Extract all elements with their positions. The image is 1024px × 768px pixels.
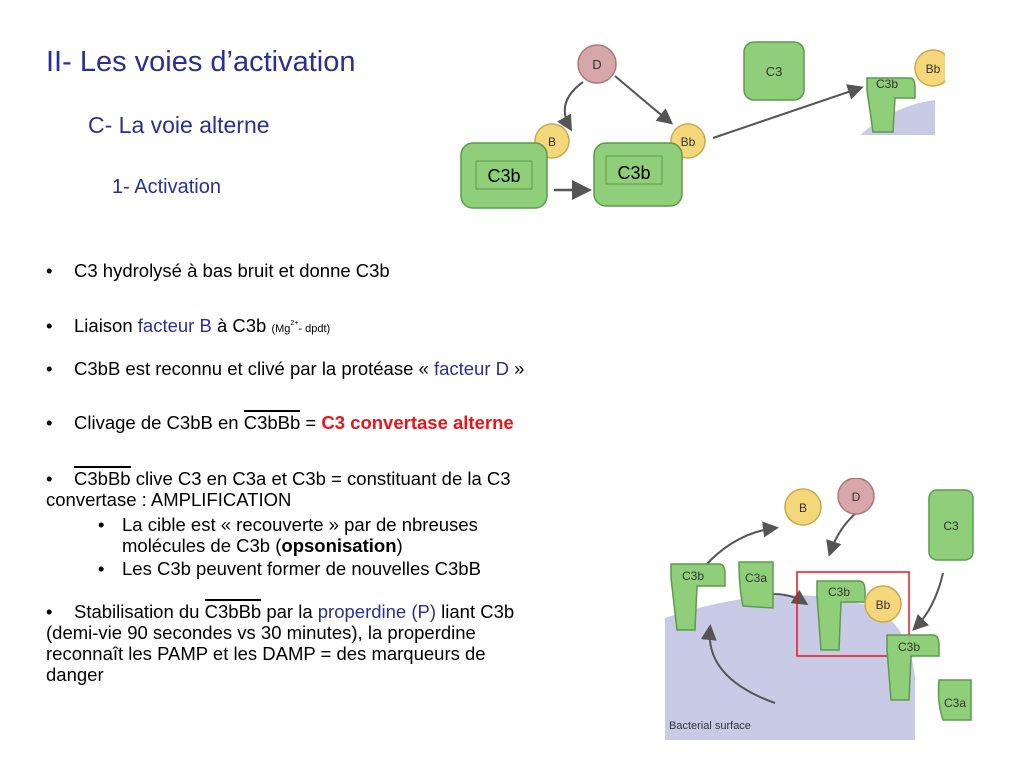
svg-text:Bb: Bb <box>926 62 941 76</box>
c3-protein-top: C3 <box>743 41 805 101</box>
section-subtitle: C- La voie alterne <box>88 112 270 138</box>
bullet-5-line-2: convertase : AMPLIFICATION <box>46 489 292 510</box>
svg-text:C3b: C3b <box>617 163 650 183</box>
bullet-marker: • <box>46 468 53 489</box>
factor-d-bottom: D <box>837 478 875 515</box>
c3bbb-overlined: C3bBb <box>204 599 262 622</box>
subsection-subtitle: 1- Activation <box>112 176 221 198</box>
c3b-center-bottom: C3b <box>816 580 866 651</box>
svg-text:C3: C3 <box>766 64 783 79</box>
sub-bullet-1: • La cible est « recouverte » par de nbre… <box>98 514 478 556</box>
equals-sign: = <box>300 412 322 433</box>
c3bbb-overlined: C3bBb <box>74 466 131 489</box>
sub-bullet-1-line-2: molécules de C3b (opsonisation) <box>98 535 478 556</box>
bullet-marker: • <box>46 358 53 379</box>
arrow-c3-to-c3b <box>912 572 944 631</box>
arrow-d-to-bb <box>614 75 674 125</box>
arrow-d-to-b <box>557 81 584 132</box>
opsonisation-term: opsonisation <box>281 535 397 556</box>
bullet-4-text: Clivage de C3bB en <box>74 412 244 433</box>
mg-charge: 2+ <box>290 320 299 327</box>
bullet-5-text: clive C3 en C3a et C3b = constituant de … <box>130 468 511 489</box>
bullet-4: • Clivage de C3bB en C3bBb = C3 convertas… <box>46 410 514 433</box>
bullet-2: • Liaison facteur B à C3b (Mg2+- dpdt) <box>46 313 330 340</box>
bullet-marker: • <box>46 315 53 337</box>
svg-text:C3a: C3a <box>944 696 966 710</box>
sub-bullet-1-line-1: • La cible est « recouverte » par de nbre… <box>98 514 478 535</box>
c3-protein-bottom: C3 <box>928 489 974 561</box>
svg-text:C3b: C3b <box>876 77 898 91</box>
bullet-marker: • <box>46 260 53 281</box>
bullet-3: • C3bB est reconnu et clivé par la protéa… <box>46 358 524 379</box>
factor-bb-surface-top: Bb <box>914 49 945 87</box>
properdine-term: properdine (P) <box>317 601 437 622</box>
bullet-6-line-3: reconnaît les PAMP et les DAMP = des mar… <box>46 643 486 664</box>
sub-bullet-1-text: La cible est « recouverte » par de nbreu… <box>122 514 478 535</box>
c3b-right-bottom: C3b <box>886 634 940 701</box>
svg-text:C3b: C3b <box>682 569 704 583</box>
sub-bullet-1-text-2: molécules de C3b ( <box>122 535 282 556</box>
c3a-bottom-bottom: C3a <box>937 679 972 721</box>
bullet-3-text: C3bB est reconnu et clivé par la protéas… <box>74 358 434 379</box>
svg-text:Bb: Bb <box>681 135 696 149</box>
factor-d-term: facteur D <box>433 358 509 379</box>
factor-bb-center: Bb <box>864 585 902 623</box>
bullet-marker: • <box>46 412 53 433</box>
svg-text:C3b: C3b <box>898 640 920 654</box>
svg-text:D: D <box>852 490 861 504</box>
svg-text:C3: C3 <box>943 519 959 533</box>
mg-note-end: - dpdt) <box>298 323 331 336</box>
c3a-top-bottom: C3a <box>738 561 774 609</box>
surface-c3b-top: C3b <box>866 77 916 133</box>
bullet-marker: • <box>46 601 53 622</box>
factor-b-term: facteur B <box>137 315 212 337</box>
factor-b-bottom: B <box>784 488 822 526</box>
bullet-1: • C3 hydrolysé à bas bruit et donne C3b <box>46 260 390 281</box>
c3b-box-2: C3b <box>593 142 683 207</box>
slide-title: II- Les voies d’activation <box>46 46 356 78</box>
closing-paren: ) <box>396 535 403 556</box>
svg-text:C3b: C3b <box>828 585 850 599</box>
svg-text:B: B <box>548 135 556 149</box>
bottom-amplification-diagram: Bacterial surface B D C3 C3b C3a C3b Bb <box>665 478 974 740</box>
bullet-3-text-end: » <box>509 358 525 379</box>
bacterial-surface <box>665 595 915 740</box>
convertase-highlight-box <box>796 571 910 657</box>
top-activation-diagram: D C3 C3b Bb B Bb C3b C3b <box>460 41 945 209</box>
sub-bullet-marker: • <box>98 558 105 579</box>
bullet-1-text: C3 hydrolysé à bas bruit et donne C3b <box>74 260 390 281</box>
bullet-5-line-1: • C3bBb clive C3 en C3a et C3b = constitu… <box>46 466 511 489</box>
c3b-box-1: C3b <box>460 142 548 209</box>
svg-text:C3b: C3b <box>487 166 520 186</box>
factor-d-top: D <box>577 44 617 84</box>
bullet-6-text: Stabilisation du <box>74 601 205 622</box>
bullet-6-line-2: (demi-vie 90 secondes vs 30 minutes), la… <box>46 622 476 643</box>
bullet-6-line-4: danger <box>46 664 104 685</box>
arrow-c3b-to-b <box>704 521 779 567</box>
arrow-to-surface <box>712 84 864 139</box>
bullet-2-text-end: à C3b <box>211 315 272 337</box>
sub-bullet-2: • Les C3b peuvent former de nouvelles C3b… <box>98 558 481 579</box>
arrow-feedback-loop <box>700 624 776 704</box>
bullet-6: • Stabilisation du C3bBb par la properdin… <box>46 599 515 685</box>
c3bbb-overlined: C3bBb <box>243 410 301 433</box>
bullet-2-text: Liaison <box>74 315 138 337</box>
bullet-6-line-1: • Stabilisation du C3bBb par la properdin… <box>46 599 515 622</box>
mg-note: (Mg <box>271 323 291 336</box>
bullet-6-text-end: liant C3b <box>436 601 515 622</box>
bullet-6-text-mid: par la <box>261 601 318 622</box>
bullet-5: • C3bBb clive C3 en C3a et C3b = constitu… <box>46 466 511 510</box>
svg-text:B: B <box>799 501 807 515</box>
svg-text:C3a: C3a <box>745 571 767 585</box>
svg-text:Bb: Bb <box>876 598 891 612</box>
bacterial-surface-label: Bacterial surface <box>669 720 751 732</box>
sub-bullet-marker: • <box>98 514 105 535</box>
svg-text:D: D <box>592 57 601 72</box>
c3b-left-bottom: C3b <box>670 563 726 631</box>
c3-convertase-highlight: C3 convertase alterne <box>321 412 514 433</box>
sub-bullet-2-text: Les C3b peuvent former de nouvelles C3bB <box>122 558 481 579</box>
